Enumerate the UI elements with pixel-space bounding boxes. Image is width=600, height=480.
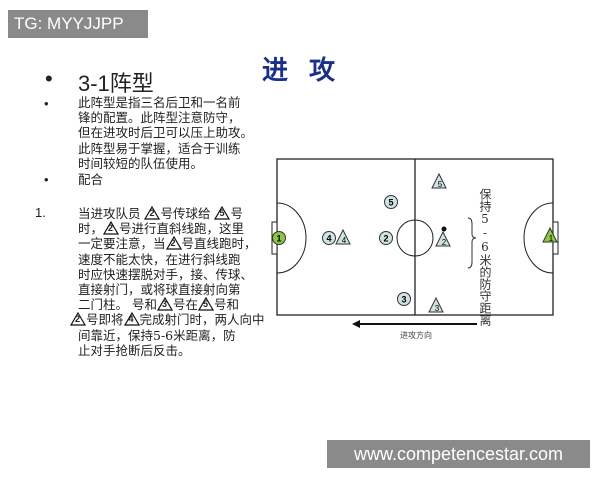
tg-badge: TG: MYYJJPP bbox=[8, 10, 148, 38]
left-penalty-arc bbox=[276, 202, 307, 274]
bullet-dot: • bbox=[44, 96, 49, 111]
text-segment: 当进攻队员 bbox=[78, 206, 145, 221]
text-line: 时应快速摆脱对手，接、传球、 bbox=[78, 267, 265, 282]
triangle-number: 2 bbox=[108, 223, 114, 234]
text-segment: 速度不能太快，在进行斜线跑 bbox=[78, 251, 241, 267]
text-segment: 间靠近，保持5-6米距离，防 bbox=[78, 327, 236, 343]
triangle-number: 2 bbox=[170, 238, 176, 249]
text-segment: 号直线跑时， bbox=[181, 236, 257, 252]
watermark: www.competencestar.com bbox=[327, 440, 590, 468]
triangle-player-number: 4 bbox=[342, 236, 347, 245]
triangle-number: 5 bbox=[203, 299, 209, 310]
triangle-number: 5 bbox=[219, 208, 225, 218]
text-line: 时， 2 号进行直斜线跑，这里 bbox=[78, 221, 265, 236]
text-segment: 号即将 bbox=[86, 312, 124, 328]
triangle-player-number: 5 bbox=[438, 180, 443, 189]
item-number: 1. bbox=[35, 205, 46, 220]
bullet-dot: • bbox=[45, 66, 53, 91]
text-line: 止对手抢断后反击。 bbox=[78, 343, 265, 358]
text-line: 间靠近，保持5-6米距离，防 bbox=[78, 328, 265, 343]
circle-player-number: 5 bbox=[388, 198, 393, 208]
circle-player-number: 3 bbox=[401, 295, 406, 305]
triangle-player-1 bbox=[542, 226, 558, 243]
circle-player-5 bbox=[384, 195, 398, 209]
text-line: 但在进攻时后卫可以压上助攻。 bbox=[78, 125, 254, 141]
text-segment: 完成射门时，两人向中 bbox=[139, 312, 265, 328]
text-segment: 号进行直斜线跑，这里 bbox=[119, 221, 245, 237]
triangle-player-icon: 2 bbox=[70, 312, 86, 326]
triangle-number: 2 bbox=[149, 208, 155, 218]
text-line: 一定要注意，当 2 号直线跑时， bbox=[78, 236, 265, 251]
direction-arrow-head bbox=[352, 320, 360, 328]
ball-icon bbox=[441, 226, 447, 232]
text-line: 锋的配置。此阵型注意防守， bbox=[78, 110, 241, 126]
triangle-player-icon: 3 bbox=[156, 297, 173, 311]
formation-description: 此阵型是指三名后卫和一名前 锋的配置。此阵型注意防守， 但在进攻时后卫可以压上助… bbox=[78, 95, 253, 171]
triangle-player-2 bbox=[435, 230, 451, 247]
triangle-player-5 bbox=[431, 172, 447, 189]
text-segment: 号和 bbox=[214, 297, 240, 313]
distance-brace bbox=[467, 217, 477, 269]
direction-label: 进攻方向 bbox=[400, 331, 432, 340]
text-line: 时间较短的队伍使用。 bbox=[78, 155, 204, 171]
circle-player-3 bbox=[397, 292, 411, 306]
text-line: 二门柱。 号和 3 号在 5 号和 bbox=[78, 297, 265, 312]
text-line: 此阵型易于掌握，适合于训练 bbox=[78, 140, 241, 156]
text-segment: 直接射门，或将球直接射向第 bbox=[78, 281, 241, 297]
circle-player-number: 2 bbox=[383, 234, 388, 244]
page-title: 进 攻 bbox=[262, 56, 342, 86]
text-line: 此阵型是指三名后卫和一名前 bbox=[78, 95, 241, 110]
circle-player-2 bbox=[379, 231, 393, 245]
triangle-player-icon: 2 bbox=[165, 236, 182, 250]
circle-player-1 bbox=[272, 231, 286, 245]
text-line: 2 号即将 4 完成射门时，两人向中 bbox=[70, 312, 265, 327]
text-line: 速度不能太快，在进行斜线跑 bbox=[78, 252, 265, 267]
text-segment: 时， bbox=[78, 221, 104, 237]
cooperation-label: 配合 bbox=[78, 172, 104, 187]
text-segment: 一定要注意，当 bbox=[78, 236, 166, 252]
triangle-player-number: 3 bbox=[435, 304, 440, 313]
text-segment: 时应快速摆脱对手，接、传球、 bbox=[78, 266, 254, 282]
triangle-player-icon: 5 bbox=[214, 206, 231, 220]
triangle-player-4 bbox=[335, 228, 351, 245]
text-line: 直接射门，或将球直接射向第 bbox=[78, 282, 265, 297]
right-penalty-arc bbox=[523, 202, 554, 274]
triangle-player-3 bbox=[428, 296, 444, 313]
text-segment: 二门柱。 号和 bbox=[78, 297, 157, 313]
triangle-number: 4 bbox=[128, 314, 134, 325]
circle-player-number: 1 bbox=[276, 234, 281, 244]
triangle-player-number: 2 bbox=[442, 238, 447, 247]
triangle-number: 2 bbox=[75, 314, 81, 325]
circle-player-number: 4 bbox=[326, 234, 331, 244]
triangle-number: 3 bbox=[161, 299, 167, 310]
center-circle bbox=[396, 219, 434, 257]
circle-player-4 bbox=[322, 231, 336, 245]
triangle-player-icon: 4 bbox=[123, 312, 140, 326]
text-segment: 止对手抢断后反击。 bbox=[78, 342, 191, 358]
triangle-player-icon: 2 bbox=[144, 206, 161, 220]
text-segment: 号在 bbox=[172, 297, 198, 313]
distance-label: 保持5-6米的防守距离 bbox=[478, 188, 492, 326]
triangle-player-icon: 2 bbox=[103, 221, 120, 235]
text-segment: 号 bbox=[230, 206, 243, 221]
triangle-player-number: 1 bbox=[549, 234, 554, 243]
text-segment: 号传球给 bbox=[160, 206, 215, 221]
heading-text: 3-1阵型 bbox=[78, 71, 154, 96]
bullet-dot: • bbox=[44, 172, 49, 187]
triangle-player-icon: 5 bbox=[198, 297, 214, 311]
